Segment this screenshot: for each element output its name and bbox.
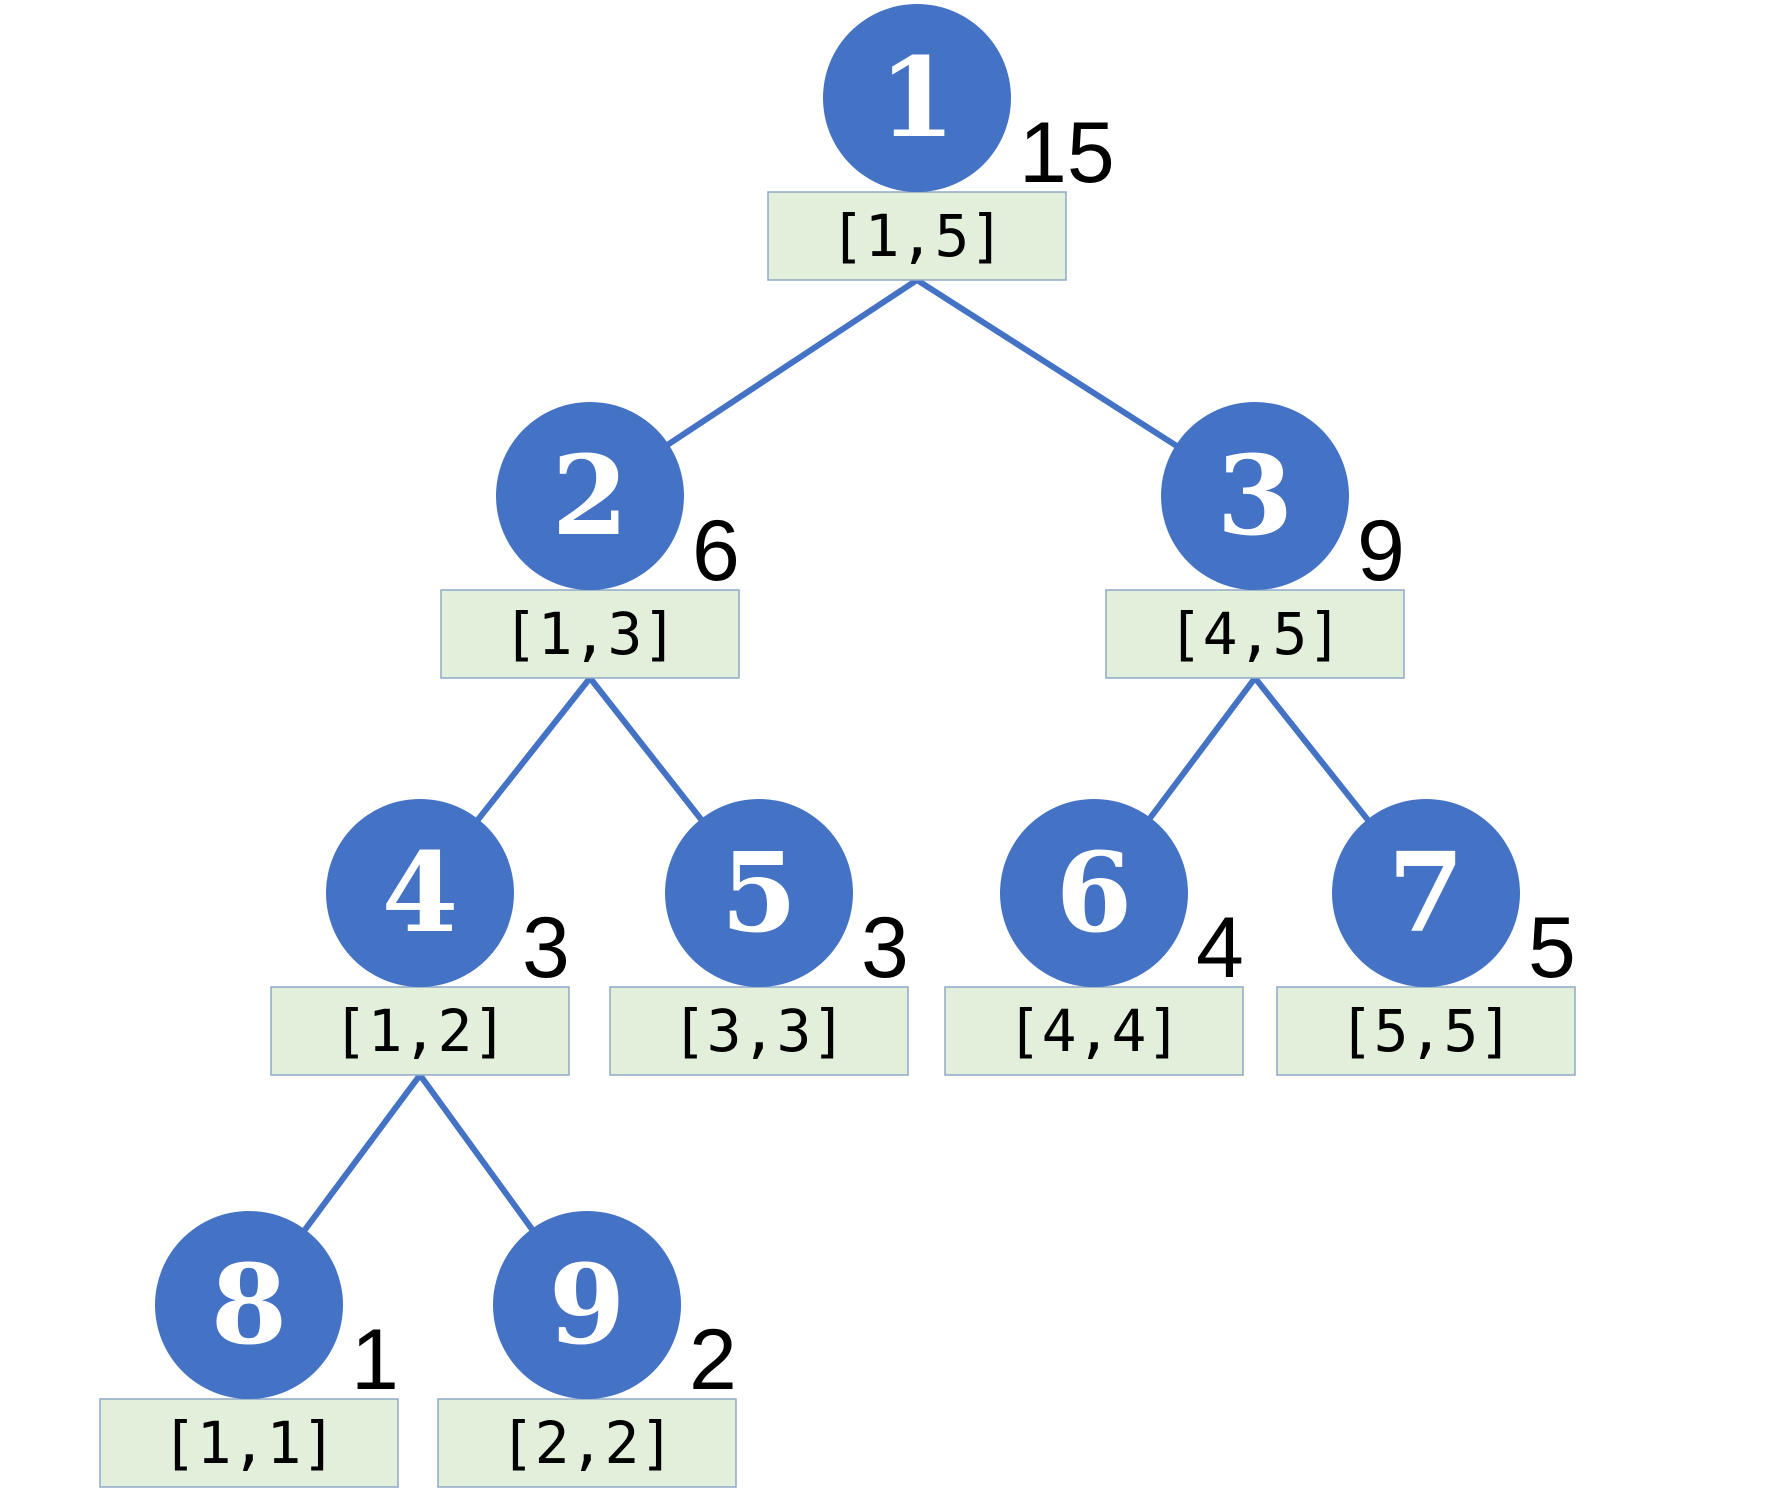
node-circle xyxy=(493,1211,681,1399)
node-sum-label: 2 xyxy=(689,1312,737,1408)
node-id-label: 1 xyxy=(879,33,956,162)
node-sum-label: 3 xyxy=(522,900,570,996)
range-label: [1,1] xyxy=(162,1409,337,1477)
node-id-label: 3 xyxy=(1217,431,1294,560)
range-box xyxy=(767,191,1067,281)
node-circle xyxy=(823,4,1011,192)
edge-2-4 xyxy=(475,675,593,823)
range-label: [3,3] xyxy=(672,997,847,1065)
node-circle xyxy=(1000,799,1188,987)
range-box xyxy=(1276,986,1576,1076)
node-sum-label: 3 xyxy=(861,900,909,996)
range-box xyxy=(99,1398,399,1488)
range-box xyxy=(437,1398,737,1488)
range-label: [4,5] xyxy=(1168,600,1343,668)
range-label: [2,2] xyxy=(500,1409,675,1477)
edge-2-5 xyxy=(587,675,704,823)
node-id-label: 2 xyxy=(552,431,629,560)
range-label: [4,4] xyxy=(1007,997,1182,1065)
node-circle xyxy=(326,799,514,987)
range-box xyxy=(609,986,909,1076)
node-circle xyxy=(496,402,684,590)
node-id-label: 8 xyxy=(211,1240,288,1369)
range-label: [1,3] xyxy=(503,600,678,668)
edges-layer xyxy=(302,277,1371,1233)
node-sum-label: 5 xyxy=(1528,900,1576,996)
node-circle xyxy=(665,799,853,987)
tree-node-1: [1,5] 1 15 xyxy=(767,4,1115,281)
node-sum-label: 6 xyxy=(692,503,740,599)
edge-3-7 xyxy=(1252,675,1371,823)
range-box xyxy=(440,589,740,679)
node-sum-label: 4 xyxy=(1196,900,1244,996)
edge-4-8 xyxy=(302,1072,423,1233)
node-sum-label: 9 xyxy=(1357,503,1405,599)
node-sum-label: 1 xyxy=(351,1312,399,1408)
edge-4-9 xyxy=(417,1072,535,1232)
range-box xyxy=(1105,589,1405,679)
node-circle xyxy=(155,1211,343,1399)
node-circle xyxy=(1332,799,1520,987)
range-label: [1,2] xyxy=(333,997,508,1065)
node-id-label: 6 xyxy=(1056,828,1133,957)
range-box xyxy=(270,986,570,1076)
range-label: [5,5] xyxy=(1339,997,1514,1065)
edge-1-2 xyxy=(665,277,920,448)
range-label: [1,5] xyxy=(830,202,1005,270)
range-box xyxy=(944,986,1244,1076)
edge-3-6 xyxy=(1147,675,1258,821)
node-id-label: 5 xyxy=(721,828,798,957)
edge-1-3 xyxy=(914,277,1179,449)
node-id-label: 4 xyxy=(382,828,459,957)
node-id-label: 7 xyxy=(1388,828,1465,957)
node-sum-label: 15 xyxy=(1019,105,1115,201)
node-id-label: 9 xyxy=(549,1240,626,1369)
node-circle xyxy=(1161,402,1349,590)
